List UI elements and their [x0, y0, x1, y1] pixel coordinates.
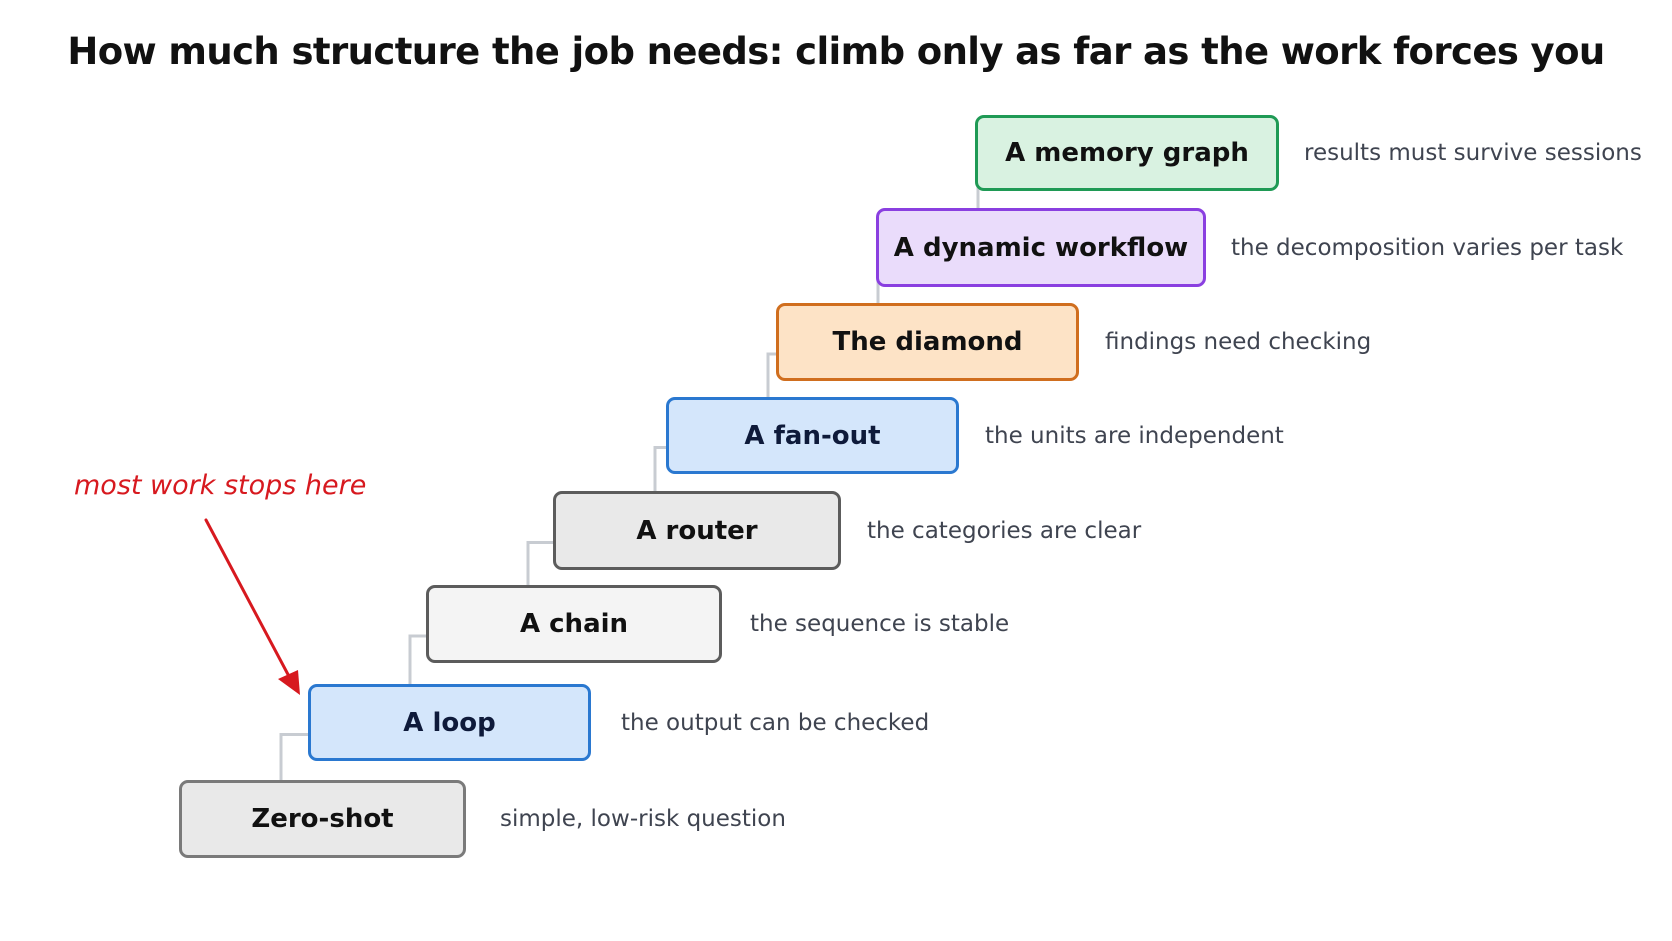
step-connector — [408, 634, 426, 684]
step-diamond-description: findings need checking — [1105, 329, 1372, 355]
step-loop-description: the output can be checked — [621, 709, 930, 736]
step-connector — [766, 352, 776, 397]
step-connector — [526, 541, 553, 585]
step-zero-shot-description: simple, low-risk question — [500, 806, 786, 832]
annotation-text: most work stops here — [74, 470, 367, 501]
step-fan-out-description: the units are independent — [985, 422, 1284, 449]
step-connector — [653, 446, 666, 491]
step-router-description: the categories are clear — [867, 517, 1142, 544]
step-zero-shot: Zero-shot — [179, 780, 466, 858]
step-chain-description: the sequence is stable — [750, 611, 1010, 637]
step-dynamic-workflow: A dynamic workflow — [876, 208, 1206, 287]
step-loop: A loop — [308, 684, 591, 761]
step-dynamic-workflow-description: the decomposition varies per task — [1231, 234, 1624, 261]
step-router: A router — [553, 491, 841, 570]
step-connector — [279, 733, 308, 780]
page-title: How much structure the job needs: climb … — [67, 30, 1605, 73]
step-diamond: The diamond — [776, 303, 1079, 381]
step-fan-out: A fan-out — [666, 397, 959, 474]
step-memory-graph: A memory graph — [975, 115, 1279, 191]
step-memory-graph-description: results must survive sessions — [1304, 140, 1642, 166]
step-chain: A chain — [426, 585, 722, 663]
